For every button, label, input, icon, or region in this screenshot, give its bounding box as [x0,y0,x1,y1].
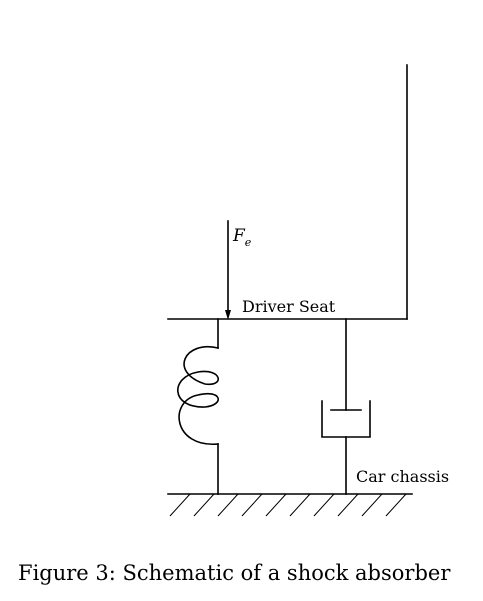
driver-seat-label: Driver Seat [242,297,336,316]
force-label: Fe [232,226,252,249]
figure-caption: Figure 3: Schematic of a shock absorber [18,561,451,585]
force-subscript: e [245,236,252,249]
force-arrow [225,220,231,320]
spring [177,318,219,495]
damper [321,318,371,495]
force-symbol: F [232,226,246,246]
ground-hatching [169,493,407,517]
car-chassis-label: Car chassis [356,467,449,486]
